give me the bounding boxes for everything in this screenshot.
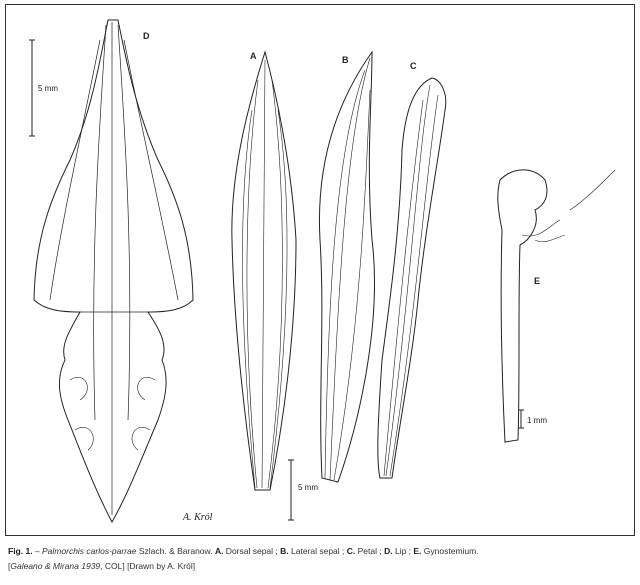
caption-key-c: C. bbox=[346, 546, 356, 556]
scale-label-left: 5 mm bbox=[38, 84, 58, 93]
label-e: E bbox=[534, 276, 541, 286]
caption-authors: Szlach. & Baranow. bbox=[136, 546, 215, 556]
figure-frame bbox=[5, 4, 635, 536]
scale-label-bottom: 5 mm bbox=[298, 483, 318, 492]
caption-dash: – bbox=[32, 546, 43, 556]
label-c: C bbox=[410, 61, 417, 71]
caption-fig-number: Fig. 1. bbox=[8, 546, 33, 556]
caption-text-b: Lateral sepal ; bbox=[288, 546, 347, 556]
caption-line-2: [Galeano & Mirana 1939, COL] [Drawn by A… bbox=[8, 561, 196, 571]
caption-text-c: Petal ; bbox=[355, 546, 385, 556]
caption-key-d: D. bbox=[384, 546, 393, 556]
lateral-sepal-drawing-b bbox=[318, 50, 375, 483]
lip-drawing-d bbox=[33, 19, 194, 524]
label-b: B bbox=[342, 55, 349, 65]
caption-text-e: Gynostemium. bbox=[421, 546, 479, 556]
caption-species: Palmorchis carlos-parrae bbox=[42, 546, 137, 556]
caption-text-d: Lip ; bbox=[392, 546, 414, 556]
artist-signature: A. Król bbox=[183, 512, 213, 523]
label-a: A bbox=[250, 51, 257, 61]
scale-label-small: 1 mm bbox=[527, 416, 547, 425]
botanical-illustration bbox=[29, 19, 616, 524]
figure-caption: Fig. 1. – Palmorchis carlos-parrae Szlac… bbox=[8, 544, 479, 574]
caption-key-b: B. bbox=[280, 546, 289, 556]
caption-collector: Galeano & Mirana 1939 bbox=[10, 561, 101, 571]
caption-key-a: A. bbox=[214, 546, 224, 556]
label-d: D bbox=[143, 31, 150, 41]
dorsal-sepal-drawing-a bbox=[231, 50, 297, 491]
scale-bar-left bbox=[29, 39, 35, 137]
caption-key-e: E. bbox=[413, 546, 422, 556]
scale-bar-bottom bbox=[288, 459, 294, 521]
gynostemium-drawing-e bbox=[497, 169, 616, 443]
caption-line-1: Fig. 1. – Palmorchis carlos-parrae Szlac… bbox=[8, 544, 479, 559]
caption-herbarium: , COL] [Drawn by A. Król] bbox=[100, 561, 196, 571]
scale-bar-small bbox=[518, 409, 524, 429]
caption-text-a: Dorsal sepal ; bbox=[223, 546, 281, 556]
petal-drawing-c bbox=[377, 77, 447, 479]
